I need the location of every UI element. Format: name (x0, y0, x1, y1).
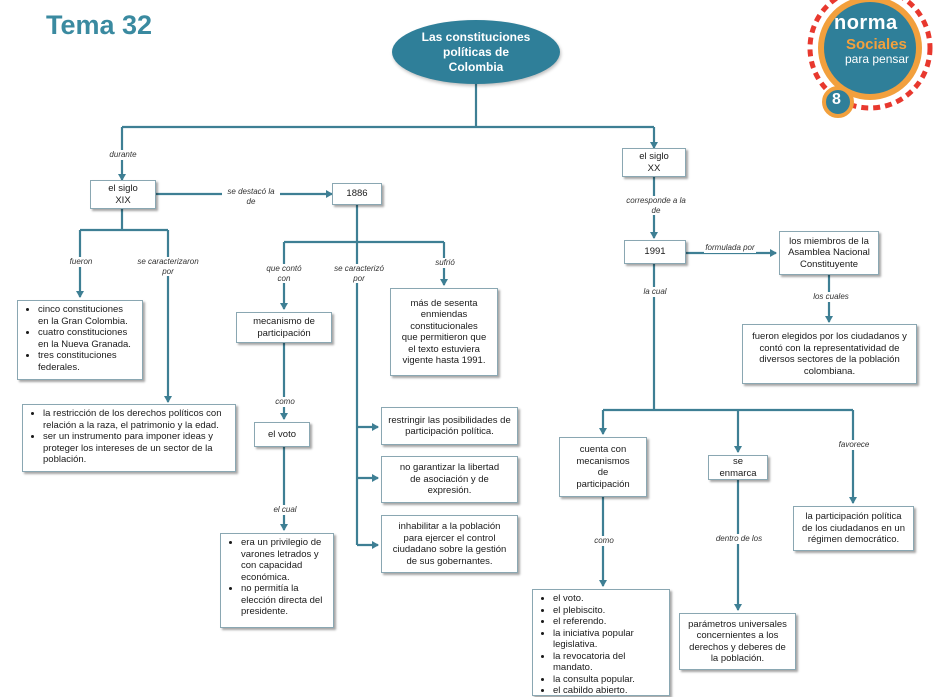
caracterizaron-list: la restricción de los derechos políticos… (22, 404, 236, 472)
node-1886: 1886 (332, 183, 382, 205)
node-miembros: los miembros de la Asamblea Nacional Con… (779, 231, 879, 275)
node-participacion: la participación política de los ciudada… (793, 506, 914, 551)
node-mecanismo: mecanismo de participación (236, 312, 332, 343)
label-fueron: fueron (62, 257, 100, 267)
label-la-cual: la cual (634, 287, 676, 297)
mecanismos-list: el voto. el plebiscito. el referendo. la… (532, 589, 670, 696)
label-favorece: favorece (830, 440, 878, 450)
label-el-cual: el cual (262, 505, 308, 515)
list-item: no permitía la elección directa del pres… (241, 583, 327, 618)
node-enmiendas: más de sesenta enmiendas constitucionale… (390, 288, 498, 376)
label-como-2: como (585, 536, 623, 546)
logo-brand: norma (834, 12, 898, 34)
label-se-caracterizaron: se caracterizaron por (130, 257, 206, 276)
list-item: cinco constituciones en la Gran Colombia… (38, 304, 136, 327)
label-se-caracterizo: se caracterizó por (330, 264, 388, 283)
logo-tagline: para pensar (845, 52, 910, 66)
node-siglo-xx: el siglo XX (622, 148, 686, 177)
node-garantizar: no garantizar la libertad de asociación … (381, 456, 518, 503)
node-cuenta-con: cuenta con mecanismos de participación (559, 437, 647, 497)
list-item: la restricción de los derechos políticos… (43, 408, 229, 431)
list-item: tres constituciones federales. (38, 350, 136, 373)
logo-subject: Sociales (846, 36, 907, 53)
label-durante: durante (104, 150, 142, 160)
node-el-voto: el voto (254, 422, 310, 447)
voto-list: era un privilegio de varones letrados y … (220, 533, 334, 628)
list-item: cuatro constituciones en la Nueva Granad… (38, 327, 136, 350)
root-node: Las constituciones políticas de Colombia (392, 20, 560, 84)
label-formulada: formulada por (704, 243, 756, 253)
norma-logo (807, 0, 933, 118)
page-title: Tema 32 (46, 10, 153, 40)
label-sufrio: sufrió (426, 258, 464, 268)
list-item: el referendo. (553, 616, 663, 628)
label-dentro-de-los: dentro de los (708, 534, 770, 544)
label-corresponde: corresponde a la de (620, 196, 692, 215)
logo-grade: 8 (832, 91, 841, 108)
node-parametros: parámetros universales concernientes a l… (679, 613, 796, 670)
fueron-list: cinco constituciones en la Gran Colombia… (17, 300, 143, 380)
node-restringir: restringir las posibilidades de particip… (381, 407, 518, 445)
list-item: el plebiscito. (553, 605, 663, 617)
list-item: la revocatoria del mandato. (553, 651, 663, 674)
label-los-cuales: los cuales (804, 292, 858, 302)
node-inhabilitar: inhabilitar a la población para ejercer … (381, 515, 518, 573)
list-item: la iniciativa popular legislativa. (553, 628, 663, 651)
label-que-conto: que contó con (258, 264, 310, 283)
node-1991: 1991 (624, 240, 686, 264)
node-siglo-xix: el siglo XIX (90, 180, 156, 209)
list-item: el cabildo abierto. (553, 685, 663, 697)
list-item: era un privilegio de varones letrados y … (241, 537, 327, 583)
list-item: ser un instrumento para imponer ideas y … (43, 431, 229, 466)
list-item: la consulta popular. (553, 674, 663, 686)
label-se-destaco: se destacó la de (222, 187, 280, 206)
node-se-enmarca: se enmarca (708, 455, 768, 480)
node-elegidos: fueron elegidos por los ciudadanos y con… (742, 324, 917, 384)
label-como: como (266, 397, 304, 407)
list-item: el voto. (553, 593, 663, 605)
